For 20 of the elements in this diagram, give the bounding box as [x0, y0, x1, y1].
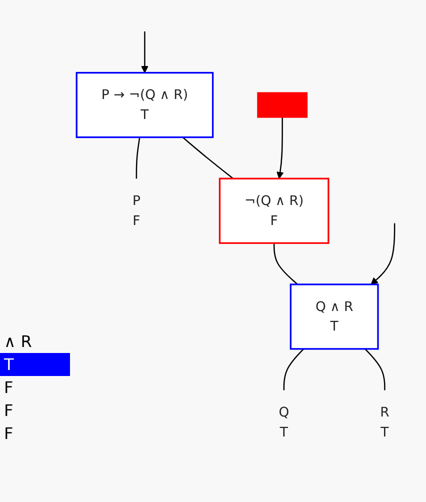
- node-text: R T: [380, 404, 390, 440]
- table-header: ∧ R: [3, 331, 33, 353]
- table-cell-text: F: [3, 423, 14, 445]
- connector: [283, 348, 304, 390]
- node-box: P → ¬(Q ∧ R) T: [76, 72, 214, 138]
- arrow: [370, 223, 396, 285]
- arrow: [276, 117, 284, 179]
- connector: [136, 137, 140, 179]
- table-cell: T: [0, 353, 70, 376]
- node-text: P F: [132, 192, 140, 228]
- connector: [364, 348, 386, 390]
- node-box: Q ∧ R T: [290, 284, 379, 350]
- node-box: ¬(Q ∧ R) F: [218, 178, 330, 244]
- table-cell-text: F: [3, 377, 14, 399]
- connector: [182, 136, 234, 180]
- node-text: Q T: [278, 404, 290, 440]
- table-cell-text: F: [3, 400, 14, 422]
- node-bar: [257, 92, 308, 118]
- connector: [273, 243, 298, 285]
- arrow: [141, 31, 148, 74]
